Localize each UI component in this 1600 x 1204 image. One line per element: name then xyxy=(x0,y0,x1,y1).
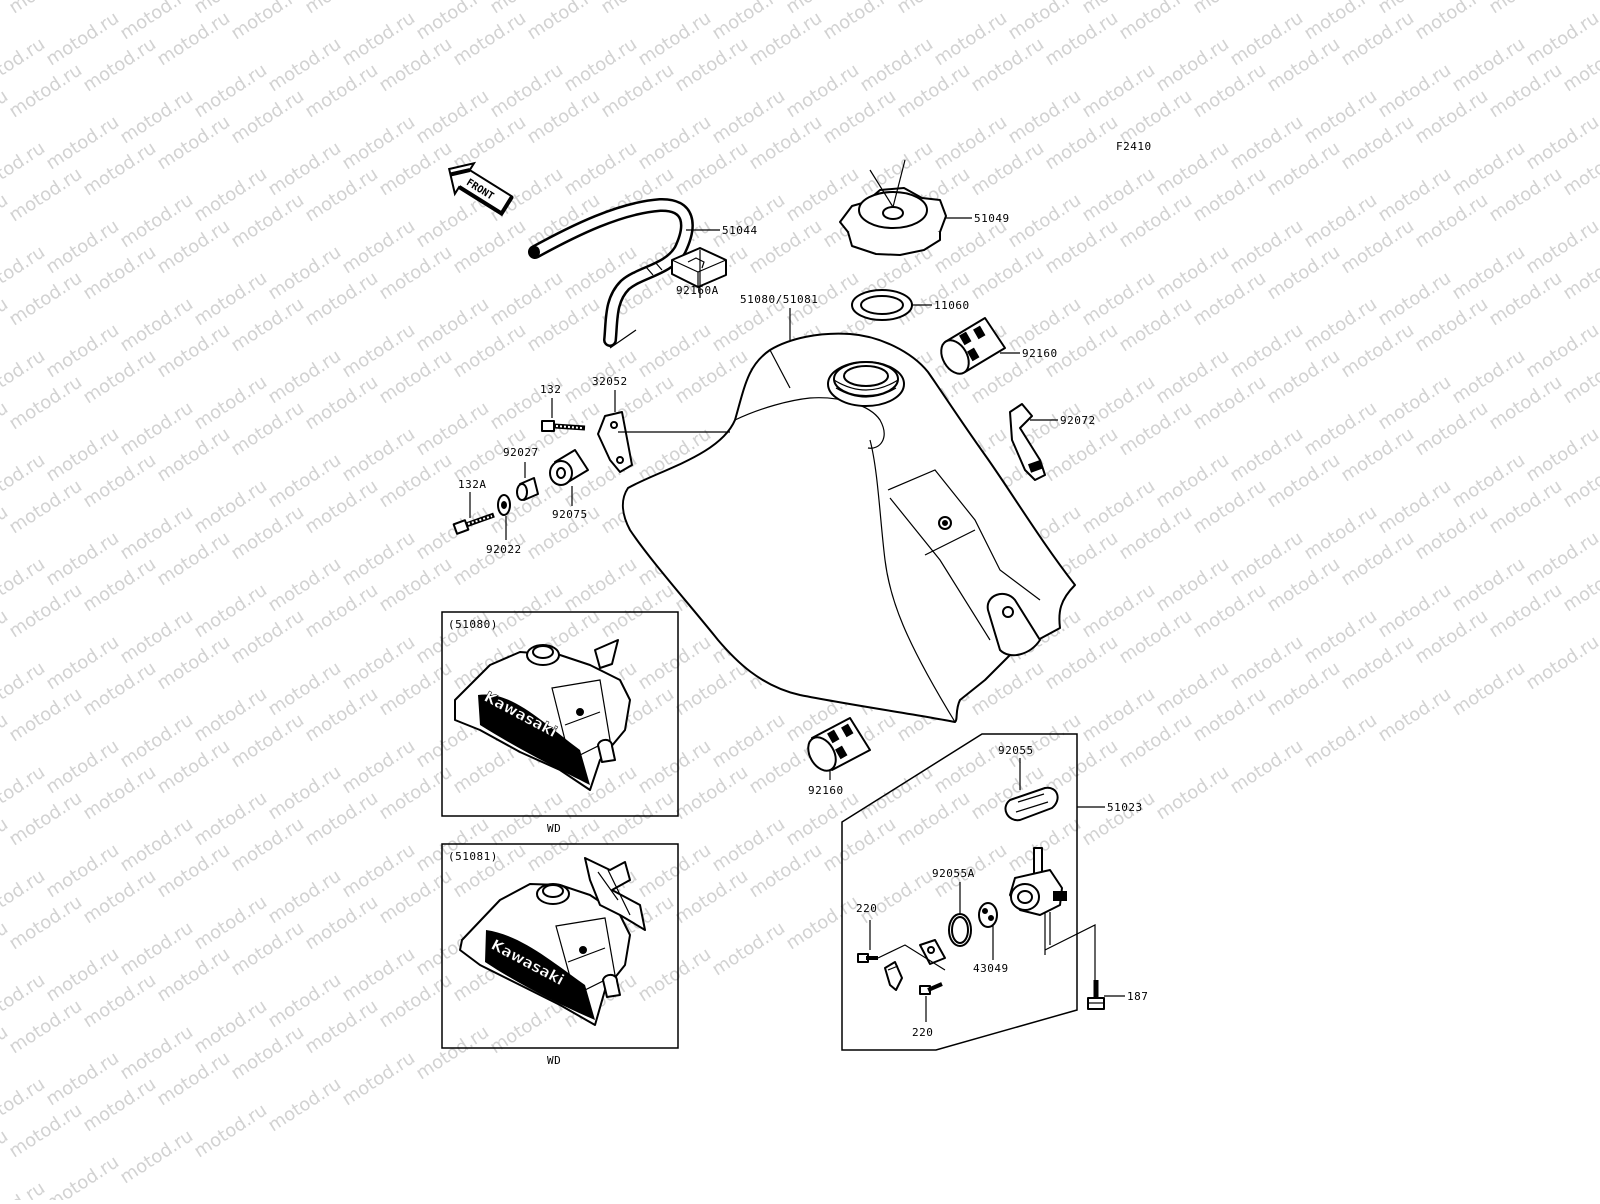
watermark-text: motod.ru xyxy=(1448,658,1529,721)
callout-92022: 92022 xyxy=(486,543,522,556)
callout-11060: 11060 xyxy=(934,299,970,312)
bolt-132a xyxy=(452,512,495,535)
washer-92022 xyxy=(497,494,511,516)
fuel-tank-51080-51081 xyxy=(622,332,1076,723)
callout-51044: 51044 xyxy=(722,224,758,237)
watermark-text: motod.ru xyxy=(1152,762,1233,825)
callout-92160a-top: 92160A xyxy=(676,284,719,297)
cap-gasket-11060 xyxy=(851,289,913,321)
callout-92055: 92055 xyxy=(998,744,1034,757)
watermark-text: motod.ru xyxy=(412,1022,493,1085)
callout-220-bottom: 220 xyxy=(912,1026,933,1039)
watermark-text: motod.ru xyxy=(1374,684,1455,747)
watermark-text: motod.ru xyxy=(42,1152,123,1200)
watermark-text: motod.ru xyxy=(819,0,900,44)
diaphragm-43049 xyxy=(978,902,998,928)
inset-51080-title: (51080) xyxy=(448,618,498,631)
damper-92160-bottom xyxy=(807,717,871,772)
callout-51080-51081: 51080/51081 xyxy=(740,293,818,306)
watermark-text: motod.ru xyxy=(1004,814,1085,877)
strap-92072 xyxy=(1009,403,1046,481)
watermark-text: motod.ru xyxy=(856,866,937,929)
callout-187: 187 xyxy=(1127,990,1148,1003)
watermark-text: motod.ru xyxy=(1596,502,1600,565)
o-ring-92055a xyxy=(948,913,972,947)
watermark-text: motod.ru xyxy=(486,996,567,1059)
watermark-text: motod.ru xyxy=(1226,736,1307,799)
watermark-text: motod.ru xyxy=(116,1126,197,1189)
watermark-text: motod.ru xyxy=(0,1022,12,1085)
watermark-text: motod.ru xyxy=(0,1126,12,1189)
figure-code: F2410 xyxy=(1116,140,1152,153)
watermark-text: motod.ru xyxy=(190,1100,271,1163)
callout-51023: 51023 xyxy=(1107,801,1143,814)
inset-51080-caption: WD xyxy=(547,822,561,835)
tap-lever-plate xyxy=(884,939,946,991)
callout-51049: 51049 xyxy=(974,212,1010,225)
inset-51080: (51080) Kawasaki WD xyxy=(441,611,679,835)
callout-92160-bottom: 92160 xyxy=(808,784,844,797)
callout-92160-right: 92160 xyxy=(1022,347,1058,360)
watermark-text: motod.ru xyxy=(1078,788,1159,851)
fuel-tap-body xyxy=(1009,847,1067,955)
watermark-text: motod.ru xyxy=(5,0,86,18)
watermark-text: motod.ru xyxy=(597,0,678,18)
watermark-text: motod.ru xyxy=(782,892,863,955)
bolt-187 xyxy=(1087,980,1105,1010)
bolt-132 xyxy=(541,420,586,432)
watermark-text: motod.ru xyxy=(0,814,12,877)
callout-132a: 132A xyxy=(458,478,487,491)
inset-51081-title: (51081) xyxy=(448,850,498,863)
callout-92055a: 92055A xyxy=(932,867,975,880)
watermark-text: motod.ru xyxy=(523,0,604,44)
watermark-text: motod.ru xyxy=(1596,398,1600,461)
watermark-text: motod.ru xyxy=(1596,86,1600,149)
fuel-cap-51049 xyxy=(839,187,947,256)
callout-92072: 92072 xyxy=(1060,414,1096,427)
watermark-text: motod.ru xyxy=(264,1074,345,1137)
watermark-text: motod.ru xyxy=(0,190,12,253)
watermark-text: motod.ru xyxy=(1522,632,1600,695)
watermark-text: motod.ru xyxy=(893,0,974,18)
callout-92075: 92075 xyxy=(552,508,588,521)
watermark-text: motod.ru xyxy=(634,944,715,1007)
fuel-tap-frame-51023 xyxy=(841,733,1078,1051)
screw-220-top xyxy=(857,953,878,963)
damper-92160a xyxy=(671,247,727,288)
watermark-text: motod.ru xyxy=(1596,190,1600,253)
screw-220-bottom xyxy=(919,982,943,995)
watermark-text: motod.ru xyxy=(1300,710,1381,773)
watermark-text: motod.ru xyxy=(1596,294,1600,357)
watermark-text: motod.ru xyxy=(0,710,12,773)
watermark-text: motod.ru xyxy=(0,398,12,461)
inset-51081-caption: WD xyxy=(547,1054,561,1067)
watermark-text: motod.ru xyxy=(1115,0,1196,44)
watermark-text: motod.ru xyxy=(0,502,12,565)
watermark-text: motod.ru xyxy=(0,606,12,669)
watermark-text: motod.ru xyxy=(0,86,12,149)
watermark-text: motod.ru xyxy=(0,918,12,981)
callout-220-top: 220 xyxy=(856,902,877,915)
grommet-92075 xyxy=(549,449,589,486)
callout-43049: 43049 xyxy=(973,962,1009,975)
watermark-text: motod.ru xyxy=(227,0,308,44)
callout-132: 132 xyxy=(540,383,561,396)
filter-92055 xyxy=(1004,786,1059,822)
watermark-text: motod.ru xyxy=(708,918,789,981)
watermark-text: motod.ru xyxy=(1411,0,1492,44)
watermark-text: motod.ru xyxy=(1189,0,1270,18)
watermark-text: motod.ru xyxy=(301,0,382,18)
callout-92027: 92027 xyxy=(503,446,539,459)
watermark-text: motod.ru xyxy=(338,1048,419,1111)
collar-92027 xyxy=(516,477,539,501)
damper-92160-right xyxy=(940,317,1006,375)
callout-32052: 32052 xyxy=(592,375,628,388)
breather-hose-51044 xyxy=(528,198,694,347)
watermark-text: motod.ru xyxy=(0,294,12,357)
watermark-text: motod.ru xyxy=(1485,0,1566,18)
bracket-32052 xyxy=(597,411,633,473)
watermark-text: motod.ru xyxy=(1596,606,1600,669)
